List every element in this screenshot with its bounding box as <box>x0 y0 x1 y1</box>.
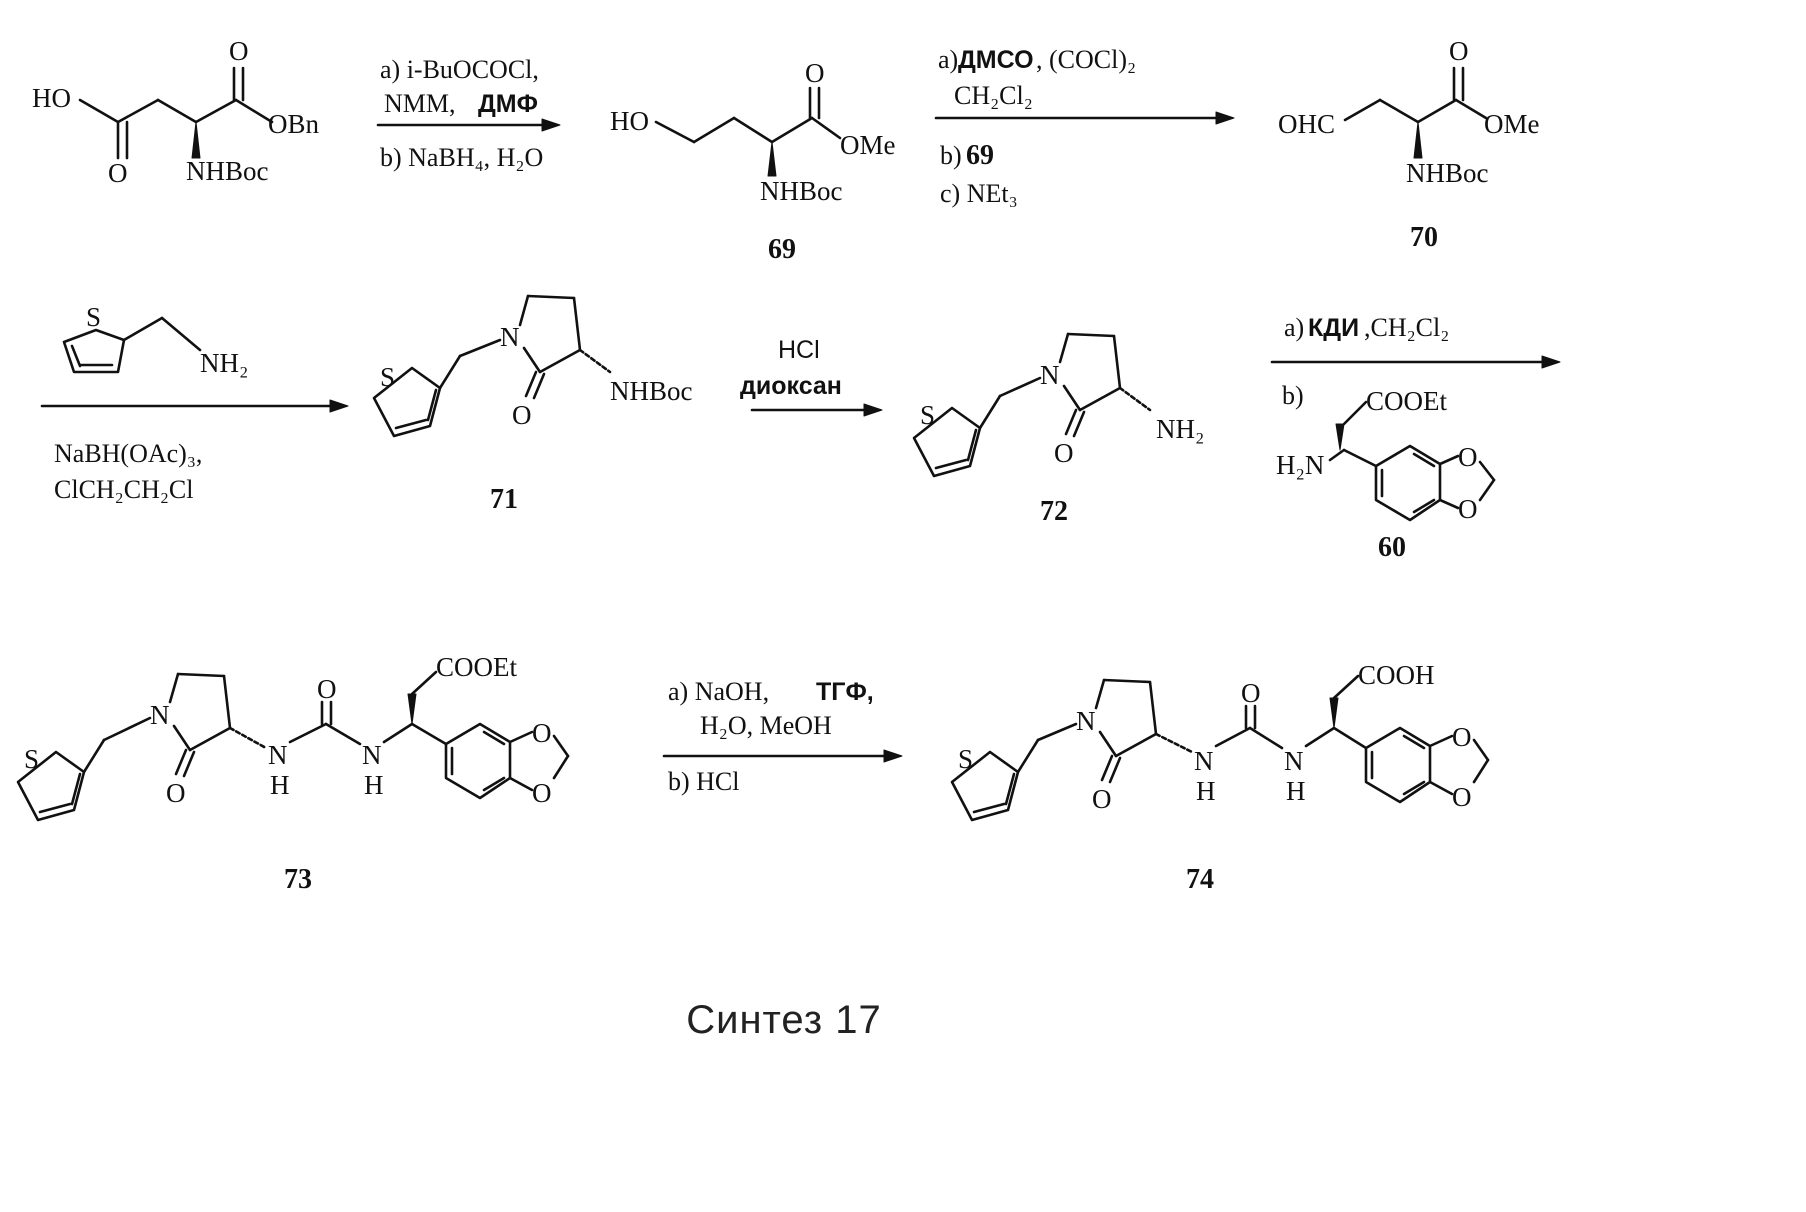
c74-nh2-h-label: H <box>1286 776 1306 806</box>
compound-70: OHC O OMe NHBoc 70 <box>1278 36 1540 253</box>
compound-74: S N O O N H N H COOH O O 74 <box>952 660 1488 895</box>
c73-o1-label: O <box>532 718 552 748</box>
c69-number: 69 <box>768 234 796 265</box>
c74-nh2-n-label: N <box>1284 746 1304 776</box>
c71-n-label: N <box>500 322 520 352</box>
c73-nh1-h-label: H <box>270 770 290 800</box>
start-o-top-label: O <box>229 36 249 66</box>
step2-b-plain: b) <box>940 141 962 170</box>
step4-below: диоксан <box>740 372 842 400</box>
synthesis-scheme: HO O O OBn NHBoc a) i-BuOCOCl, NMM, ДМФ … <box>0 0 1568 1052</box>
step2-c: c) NEt₃ <box>940 179 1018 208</box>
starting-material: HO O O OBn NHBoc <box>32 36 320 188</box>
step1-b: b) NaBH₄, H₂O <box>380 143 543 172</box>
c74-o2-label: O <box>1452 782 1472 812</box>
reaction-arrow-2: a) ДМСО , (COCl)₂ CH₂Cl₂ b) 69 c) NEt₃ <box>936 45 1234 208</box>
c60-number: 60 <box>1378 532 1406 563</box>
start-ho-label: HO <box>32 83 71 113</box>
step2-a-plain: a) <box>938 45 958 74</box>
reaction-arrow-3: NaBH(OAc)₃, ClCH₂CH₂Cl <box>42 400 348 504</box>
c69-ho-label: HO <box>610 106 649 136</box>
c73-nh2-h-label: H <box>364 770 384 800</box>
c74-s-label: S <box>958 744 973 774</box>
c74-nh1-h-label: H <box>1196 776 1216 806</box>
c74-cooh-label: COOH <box>1358 660 1435 690</box>
compound-71: S N O NHBoc 71 <box>374 296 693 515</box>
step5-a-plain: a) <box>1284 313 1304 342</box>
c71-o-label: O <box>512 400 532 430</box>
c74-o-urea-label: O <box>1241 678 1261 708</box>
reaction-arrow-6: a) NaOH, ТГФ, H₂O, MeOH b) HCl <box>664 677 902 796</box>
c71-number: 71 <box>490 484 518 515</box>
c73-o-urea-label: O <box>317 674 337 704</box>
scheme-caption: Синтез 17 <box>0 998 1568 1043</box>
c73-n-label: N <box>150 700 170 730</box>
reaction-arrow-1: a) i-BuOCOCl, NMM, ДМФ b) NaBH₄, H₂O <box>378 55 560 172</box>
step6-a2: H₂O, MeOH <box>700 711 832 740</box>
reagent-s-label: S <box>86 302 101 332</box>
c60-cooet-label: COOEt <box>1366 386 1447 416</box>
c73-nh1-n-label: N <box>268 740 288 770</box>
start-nhboc-label: NHBoc <box>186 156 269 186</box>
start-o-bottom-label: O <box>108 158 128 188</box>
compound-60: COOEt H₂N O O 60 <box>1276 386 1494 563</box>
step6-a-plain: a) NaOH, <box>668 677 769 706</box>
c70-ome-label: OMe <box>1484 109 1540 139</box>
step2-b-bold: 69 <box>966 140 994 171</box>
c72-o-label: O <box>1054 438 1074 468</box>
c72-nh2-label: NH₂ <box>1156 414 1204 444</box>
c69-ome-label: OMe <box>840 130 896 160</box>
c73-number: 73 <box>284 864 312 895</box>
c72-n-label: N <box>1040 360 1060 390</box>
step5-a-rest: ,CH₂Cl₂ <box>1364 313 1449 342</box>
step5-a-bold: КДИ <box>1308 314 1359 342</box>
step6-b: b) HCl <box>668 767 740 796</box>
c71-s-label: S <box>380 362 395 392</box>
thienylmethylamine-reagent: S NH₂ <box>64 302 248 378</box>
c74-n-label: N <box>1076 706 1096 736</box>
step3-below1: NaBH(OAc)₃, <box>54 439 202 468</box>
step2-a2: CH₂Cl₂ <box>954 81 1033 110</box>
c73-s-label: S <box>24 744 39 774</box>
step2-a-bold: ДМСО <box>958 46 1034 74</box>
c73-cooet-label: COOEt <box>436 652 517 682</box>
c73-o2-label: O <box>532 778 552 808</box>
c70-number: 70 <box>1410 222 1438 253</box>
c74-nh1-n-label: N <box>1194 746 1214 776</box>
c72-s-label: S <box>920 400 935 430</box>
c73-o-lactam-label: O <box>166 778 186 808</box>
step5-b: b) <box>1282 381 1304 410</box>
c72-number: 72 <box>1040 496 1068 527</box>
reagent-nh2-label: NH₂ <box>200 348 248 378</box>
c60-o1-label: O <box>1458 442 1478 472</box>
step1-a2-plain: NMM, <box>384 89 456 118</box>
step3-below2: ClCH₂CH₂Cl <box>54 475 194 504</box>
c70-o-label: O <box>1449 36 1469 66</box>
c74-o1-label: O <box>1452 722 1472 752</box>
compound-72: S N O NH₂ 72 <box>914 334 1204 527</box>
compound-69: HO O OMe NHBoc 69 <box>610 58 896 265</box>
c74-number: 74 <box>1186 864 1214 895</box>
c70-nhboc-label: NHBoc <box>1406 158 1489 188</box>
step4-above: HCl <box>778 336 820 364</box>
c71-nhboc-label: NHBoc <box>610 376 693 406</box>
compound-73: S N O O N H N H COOEt O O 73 <box>18 652 568 895</box>
step1-a2-bold: ДМФ <box>478 90 538 118</box>
c70-ohc-label: OHC <box>1278 109 1335 139</box>
start-obn-label: OBn <box>268 109 320 139</box>
step2-a-rest: , (COCl)₂ <box>1036 45 1136 74</box>
reaction-arrow-4: HCl диоксан <box>740 336 882 416</box>
c60-o2-label: O <box>1458 494 1478 524</box>
c69-o-label: O <box>805 58 825 88</box>
c74-o-lactam-label: O <box>1092 784 1112 814</box>
step6-a-bold: ТГФ, <box>816 678 874 706</box>
c60-h2n-label: H₂N <box>1276 450 1324 480</box>
c69-nhboc-label: NHBoc <box>760 176 843 206</box>
c73-nh2-n-label: N <box>362 740 382 770</box>
step1-a: a) i-BuOCOCl, <box>380 55 539 84</box>
